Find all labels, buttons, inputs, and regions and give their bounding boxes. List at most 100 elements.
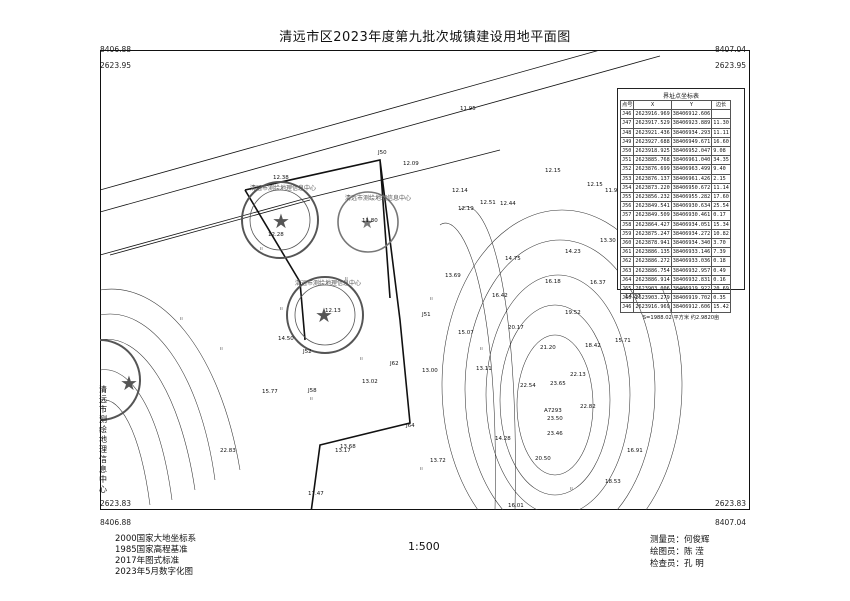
coord-table-cell: J48 bbox=[619, 127, 635, 138]
stamp-circle bbox=[286, 276, 364, 354]
corner-top-left-y: 2623.95 bbox=[100, 61, 132, 70]
coord-table-cell: J65 bbox=[619, 284, 635, 295]
elevation-label: 13.69 bbox=[445, 273, 461, 279]
coord-table-cell: 3.70 bbox=[711, 238, 731, 249]
footer-digitization-date: 2023年5月数字化图 bbox=[115, 567, 194, 577]
coord-table-cell: 2623917.529 bbox=[633, 118, 672, 129]
coord-table-cell: 2623878.941 bbox=[633, 238, 672, 249]
map-title: 清远市区2023年度第九批次城镇建设用地平面图 bbox=[279, 30, 571, 45]
vegetation-symbol: ıı bbox=[430, 296, 433, 302]
coord-table-cell: 9.40 bbox=[711, 164, 731, 175]
elevation-label: 16.91 bbox=[627, 448, 643, 454]
coord-table-footer: S=1988.02 平方米 约2.9820亩 bbox=[642, 314, 720, 321]
coord-table-cell: 2623873.220 bbox=[633, 182, 672, 194]
drafter-label: 绘图员：陈 滢 bbox=[650, 547, 704, 557]
coord-table-cell: J55 bbox=[619, 192, 635, 203]
scale-label: 1:500 bbox=[408, 540, 440, 553]
coord-table-cell: 11.11 bbox=[711, 127, 731, 138]
elevation-label: 11.95 bbox=[460, 106, 476, 112]
stamp-star-icon: ★ bbox=[120, 371, 138, 395]
coord-table-cell: 2623921.436 bbox=[633, 127, 672, 138]
coord-table-title: 界址点坐标表 bbox=[662, 93, 699, 100]
coord-table-cell: 38406923.889 bbox=[670, 118, 713, 129]
stamp-star-icon: ★ bbox=[272, 209, 290, 233]
road-outer-edge bbox=[100, 149, 501, 256]
stamp-circle bbox=[337, 191, 399, 253]
coord-table-cell: 2623876.137 bbox=[633, 173, 672, 184]
elevation-label: 23.65 bbox=[550, 381, 566, 387]
elevation-label: J51 bbox=[421, 312, 431, 318]
vegetation-symbol: ıı bbox=[480, 346, 483, 352]
coord-table-header: X bbox=[633, 99, 672, 111]
coord-table-cell: J50 bbox=[619, 146, 635, 157]
elevation-label: 12.13 bbox=[325, 308, 341, 314]
coord-table-cell: 2623903.279 bbox=[633, 293, 672, 304]
surveyor-label: 测量员：何俊辉 bbox=[650, 535, 710, 545]
coord-table-cell: J64 bbox=[619, 274, 635, 286]
coord-table-cell: 0.16 bbox=[711, 274, 731, 286]
elevation-label: 17.47 bbox=[308, 491, 324, 497]
checker-label: 检查员：孔 明 bbox=[650, 559, 704, 569]
vertical-org-name: 清远市测绘地理信息中心 bbox=[99, 385, 107, 494]
coord-table-cell: 38406919.922 bbox=[670, 284, 713, 295]
coord-table-cell: 2623886.272 bbox=[633, 256, 672, 267]
contour-line bbox=[464, 239, 656, 510]
elevation-label: 22.82 bbox=[580, 404, 596, 410]
coord-table-cell: J59 bbox=[619, 228, 635, 240]
coord-table-cell: 2623885.768 bbox=[633, 155, 672, 166]
coord-table-cell: 38406932.831 bbox=[670, 274, 713, 286]
coord-table-cell: J46 bbox=[619, 109, 635, 120]
coord-table-cell: 17.60 bbox=[711, 192, 731, 203]
corner-bottom-left-x: 8406.88 bbox=[100, 518, 132, 527]
contour-lines bbox=[100, 206, 683, 510]
coord-table-cell: 2623903.006 bbox=[633, 284, 672, 295]
elevation-label: 11.80 bbox=[362, 218, 378, 224]
coord-table-cell: 0.18 bbox=[711, 256, 731, 267]
corner-bottom-right-x: 8407.04 bbox=[715, 518, 747, 527]
stamp-star-icon: ★ bbox=[315, 303, 333, 327]
coord-table-cell: 2623886.135 bbox=[633, 247, 672, 258]
coord-table-header: 点号 bbox=[619, 99, 635, 111]
elevation-label: 13.11 bbox=[476, 366, 492, 372]
stamp-text: 清远市测绘地理信息中心 bbox=[345, 194, 411, 202]
elevation-label: 20.50 bbox=[535, 456, 551, 462]
footer-coordinate-system: 2000国家大地坐标系 bbox=[115, 534, 197, 544]
elevation-label: 13.72 bbox=[430, 458, 446, 464]
coord-table-cell: 34.35 bbox=[711, 155, 731, 166]
footer-height-datum: 1985国家高程基准 bbox=[115, 545, 188, 555]
coord-table-cell: J54 bbox=[619, 182, 635, 194]
elevation-label: 13.17 bbox=[335, 448, 351, 454]
elevation-label: J50 bbox=[377, 150, 387, 156]
coord-table-cell: 20.69 bbox=[711, 284, 731, 295]
coord-table-cell: 38406912.606 bbox=[670, 109, 713, 120]
coord-table-cell: 2623849.541 bbox=[633, 201, 672, 212]
elevation-label: 23.46 bbox=[547, 431, 563, 437]
coord-table-cell: 38406934.340 bbox=[670, 238, 713, 249]
coord-table-cell: 38406930.634 bbox=[670, 201, 713, 212]
coord-table-cell: 2623918.925 bbox=[633, 146, 672, 157]
elevation-label: 12.14 bbox=[452, 188, 468, 194]
elevation-label: 12.19 bbox=[458, 206, 474, 212]
elevation-label: 15.77 bbox=[262, 389, 278, 395]
vegetation-symbol: ıı bbox=[310, 396, 313, 402]
elevation-label: J62 bbox=[389, 361, 399, 367]
stamp-circle bbox=[100, 339, 141, 421]
elevation-label: 14.50 bbox=[278, 336, 294, 342]
elevation-label: 13.30 bbox=[600, 238, 616, 244]
coord-table-cell: 2623864.427 bbox=[633, 219, 672, 230]
contour-line bbox=[459, 206, 516, 510]
coord-table-cell: J56 bbox=[619, 201, 635, 212]
corner-top-right-x: 8407.04 bbox=[715, 45, 747, 54]
coord-table-cell: 7.39 bbox=[711, 247, 731, 258]
